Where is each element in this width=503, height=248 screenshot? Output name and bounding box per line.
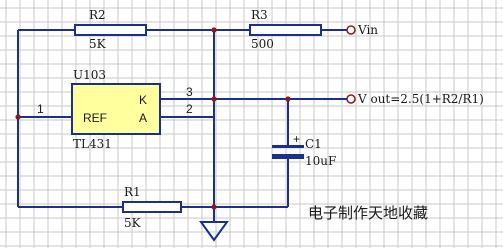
ground-icon bbox=[199, 221, 229, 242]
junction-node bbox=[15, 114, 21, 120]
ic-pin-ref-label: REF bbox=[83, 111, 107, 125]
resistor-r1-value: 5K bbox=[124, 216, 142, 230]
wires bbox=[17, 29, 347, 222]
port-circle-icon bbox=[346, 25, 356, 35]
capacitor-c1-value: 10uF bbox=[305, 154, 336, 168]
resistor-r1-designator: R1 bbox=[124, 185, 141, 199]
port-vin: Vin bbox=[346, 23, 378, 37]
resistor-r2-value: 5K bbox=[89, 37, 107, 51]
ic-u103: U103 TL431 REF K A 1 2 3 bbox=[37, 68, 193, 151]
junction-node bbox=[285, 96, 291, 102]
resistor-r1: R1 5K bbox=[122, 185, 182, 230]
ic-u103-part: TL431 bbox=[73, 137, 112, 151]
resistor-r2-designator: R2 bbox=[89, 8, 106, 22]
ic-pin3-number: 3 bbox=[186, 85, 193, 99]
ic-pin2-number: 2 bbox=[186, 102, 193, 116]
ic-u103-designator: U103 bbox=[73, 68, 106, 82]
resistor-r1-body bbox=[122, 201, 182, 213]
junction-nodes bbox=[15, 27, 291, 210]
port-vin-label: Vin bbox=[357, 23, 378, 37]
capacitor-c1-plate-top bbox=[272, 145, 304, 148]
port-vout-label: V out=2.5(1+R2/R1) bbox=[357, 92, 484, 106]
port-vout: V out=2.5(1+R2/R1) bbox=[346, 92, 484, 106]
resistor-r3: R3 500 bbox=[249, 8, 322, 51]
resistor-r3-value: 500 bbox=[251, 37, 274, 51]
ic-pin1-number: 1 bbox=[37, 102, 44, 116]
capacitor-c1-designator: C1 bbox=[305, 137, 322, 151]
watermark-text: 电子制作天地收藏 bbox=[308, 204, 428, 222]
capacitor-c1-polarity: + bbox=[293, 132, 300, 146]
capacitor-c1: + C1 10uF bbox=[272, 132, 336, 168]
resistor-r2: R2 5K bbox=[74, 8, 147, 51]
ic-pin-k-label: K bbox=[139, 93, 147, 107]
ic-pin-a-label: A bbox=[139, 111, 147, 125]
junction-node bbox=[211, 204, 217, 210]
capacitor-c1-plate-bottom bbox=[272, 154, 304, 159]
resistor-r3-designator: R3 bbox=[251, 8, 268, 22]
junction-node bbox=[211, 96, 217, 102]
resistor-r3-body bbox=[249, 24, 322, 36]
junction-node bbox=[211, 27, 217, 33]
ic-u103-body bbox=[71, 83, 161, 135]
resistor-r2-body bbox=[74, 24, 147, 36]
port-circle-icon bbox=[346, 94, 356, 104]
